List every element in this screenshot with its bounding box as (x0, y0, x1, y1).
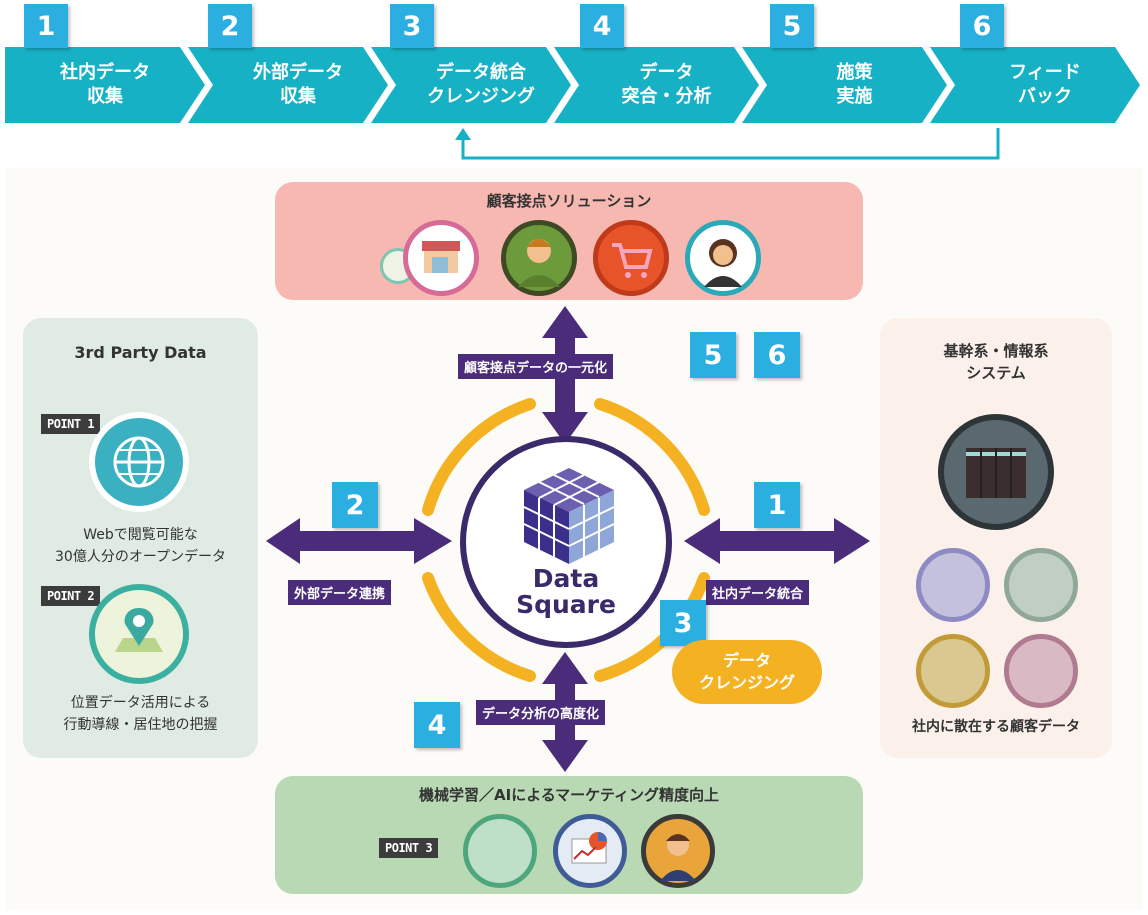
analytics-icon (553, 814, 627, 888)
badge-1: 1 (754, 482, 800, 528)
core-systems-caption: 社内に散在する顧客データ (912, 719, 1080, 735)
unify-touchpoint-data-label: 顧客接点データの一元化 (458, 354, 614, 379)
step-6: フィード バック (930, 47, 1140, 123)
machine-learning-title: 機械学習／AIによるマーケティング精度向上 (419, 786, 719, 804)
badge-2: 2 (332, 482, 378, 528)
customer-touchpoint-panel: 顧客接点ソリューション (275, 182, 863, 300)
step-3: データ統合 クレンジング (371, 47, 571, 123)
database-icon-1 (916, 548, 990, 622)
cart-icon (593, 220, 669, 296)
analyst-icon (641, 814, 715, 888)
point-1-caption: Webで閲覧可能な 30億人分のオープンデータ (55, 527, 226, 565)
step-6-number: 6 (960, 4, 1004, 48)
badge-3: 3 (660, 600, 706, 646)
step-2-label: 外部データ 収集 (253, 62, 343, 107)
internal-data-integration-label: 社内データ統合 (706, 580, 810, 605)
database-icon-2 (1004, 548, 1078, 622)
location-pin-icon (89, 584, 189, 684)
step-5: 施策 実施 (742, 47, 947, 123)
data-square-line2: Square (516, 590, 616, 619)
third-party-data-panel: 3rd Party Data POINT 1 Webで閲覧可能な 30億人分のオ… (23, 318, 258, 758)
badge-5: 5 (690, 332, 736, 378)
operator-icon (685, 220, 761, 296)
globe-icon (89, 412, 189, 512)
database-icon-3 (916, 634, 990, 708)
point-2-caption: 位置データ活用による 行動導線・居住地の把握 (63, 695, 218, 733)
step-3-label: データ統合 クレンジング (427, 62, 535, 107)
customer-touchpoint-title: 顧客接点ソリューション (486, 192, 652, 210)
process-steps: 社内データ 収集 1 外部データ 収集 2 データ統合 クレンジング 3 データ… (0, 0, 1148, 130)
core-systems-panel: 基幹系・情報系 システム 社内に散在する顧客データ (880, 318, 1112, 758)
person-icon (501, 220, 577, 296)
step-2-number: 2 (208, 4, 252, 48)
data-square-hub: Data Square (460, 436, 672, 648)
step-1-label: 社内データ 収集 (60, 62, 150, 107)
third-party-data-title: 3rd Party Data (74, 343, 207, 362)
step-5-number: 5 (770, 4, 814, 48)
step-2: 外部データ 収集 (188, 47, 388, 123)
point-2-tag: POINT 2 (41, 586, 101, 606)
data-cleansing-pill: データ クレンジング (672, 640, 822, 704)
machine-learning-panel: 機械学習／AIによるマーケティング精度向上 POINT 3 (275, 776, 863, 894)
step-1-number: 1 (24, 4, 68, 48)
point-1-tag: POINT 1 (41, 414, 101, 434)
step-1: 社内データ 収集 (5, 47, 205, 123)
step-4: データ 突合・分析 (554, 47, 759, 123)
shop-icon (403, 220, 479, 296)
badge-4: 4 (414, 702, 460, 748)
server-icon (938, 414, 1054, 530)
database-icon-4 (1004, 634, 1078, 708)
advanced-analytics-label: データ分析の高度化 (476, 700, 606, 725)
step-5-label: 施策 実施 (836, 62, 873, 107)
core-systems-title: 基幹系・情報系 システム (943, 342, 1049, 382)
brain-icon (463, 814, 537, 888)
feedback-arrow (455, 128, 1000, 160)
data-square-line1: Data (532, 564, 600, 593)
step-4-number: 4 (580, 4, 624, 48)
step-6-label: フィード バック (1009, 62, 1081, 107)
badge-6: 6 (754, 332, 800, 378)
external-data-link-label: 外部データ連携 (288, 580, 392, 605)
step-4-label: データ 突合・分析 (621, 62, 712, 107)
step-3-number: 3 (390, 4, 434, 48)
point-3-tag: POINT 3 (379, 838, 439, 858)
cube-logo-icon (523, 468, 615, 564)
